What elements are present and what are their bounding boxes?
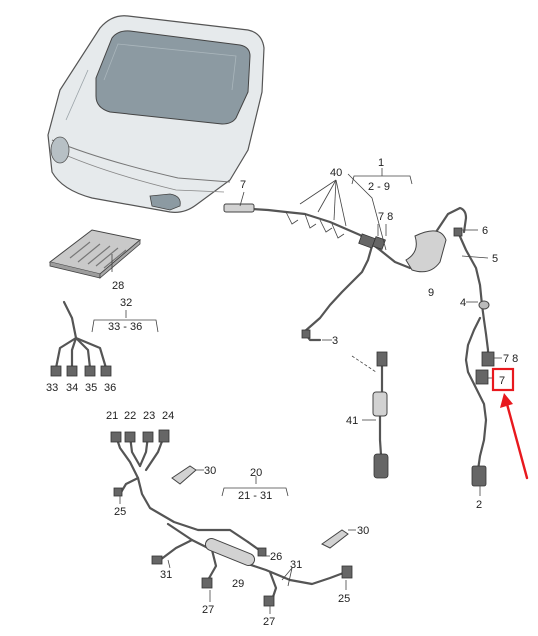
label-2: 2 xyxy=(476,499,482,511)
label-30-a: 30 xyxy=(204,465,216,477)
label-7-boxed: 7 xyxy=(499,375,505,387)
label-27-a: 27 xyxy=(202,604,214,616)
label-7-top: 7 xyxy=(240,179,246,191)
label-36: 36 xyxy=(104,382,116,394)
label-21: 21 xyxy=(106,410,118,422)
callout-labels: 1 2 - 9 7 40 7 8 6 5 9 4 28 3 32 33 - 36… xyxy=(46,157,518,628)
range-brackets xyxy=(91,168,502,614)
label-29: 29 xyxy=(232,578,244,590)
label-26: 26 xyxy=(270,551,282,563)
label-33: 33 xyxy=(46,382,58,394)
label-28: 28 xyxy=(112,280,124,292)
label-30-b: 30 xyxy=(357,525,369,537)
label-31-a: 31 xyxy=(290,559,302,571)
label-9: 9 xyxy=(428,287,434,299)
upper-harness-part xyxy=(223,203,468,342)
label-24: 24 xyxy=(162,410,174,422)
label-25-a: 25 xyxy=(114,506,126,518)
label-25-b: 25 xyxy=(338,593,350,605)
label-22: 22 xyxy=(124,410,136,422)
label-card-part xyxy=(48,229,142,279)
label-6: 6 xyxy=(482,225,488,237)
label-20: 20 xyxy=(250,467,262,479)
label-20-range: 21 - 31 xyxy=(238,490,272,502)
highlight-box xyxy=(491,367,515,392)
label-23: 23 xyxy=(143,410,155,422)
sensor-41-part xyxy=(351,351,389,479)
highlight-arrow xyxy=(500,393,529,480)
label-1-range: 2 - 9 xyxy=(368,181,390,193)
label-40: 40 xyxy=(330,167,342,179)
label-5: 5 xyxy=(492,253,498,265)
label-34: 34 xyxy=(66,382,78,394)
lower-harness-part xyxy=(110,429,353,607)
tailgate-illustration xyxy=(47,15,265,213)
label-27-b: 27 xyxy=(263,616,275,628)
label-41: 41 xyxy=(346,415,358,427)
label-31-b: 31 xyxy=(160,569,172,581)
label-32-range: 33 - 36 xyxy=(108,321,142,333)
label-32: 32 xyxy=(120,297,132,309)
label-35: 35 xyxy=(85,382,97,394)
label-78-right: 7 8 xyxy=(503,353,518,365)
harness-32-part xyxy=(50,300,112,377)
label-4: 4 xyxy=(460,297,466,309)
label-1: 1 xyxy=(378,157,384,169)
right-harness-part xyxy=(453,227,495,487)
label-78-mid: 7 8 xyxy=(378,211,393,223)
label-3: 3 xyxy=(332,335,338,347)
